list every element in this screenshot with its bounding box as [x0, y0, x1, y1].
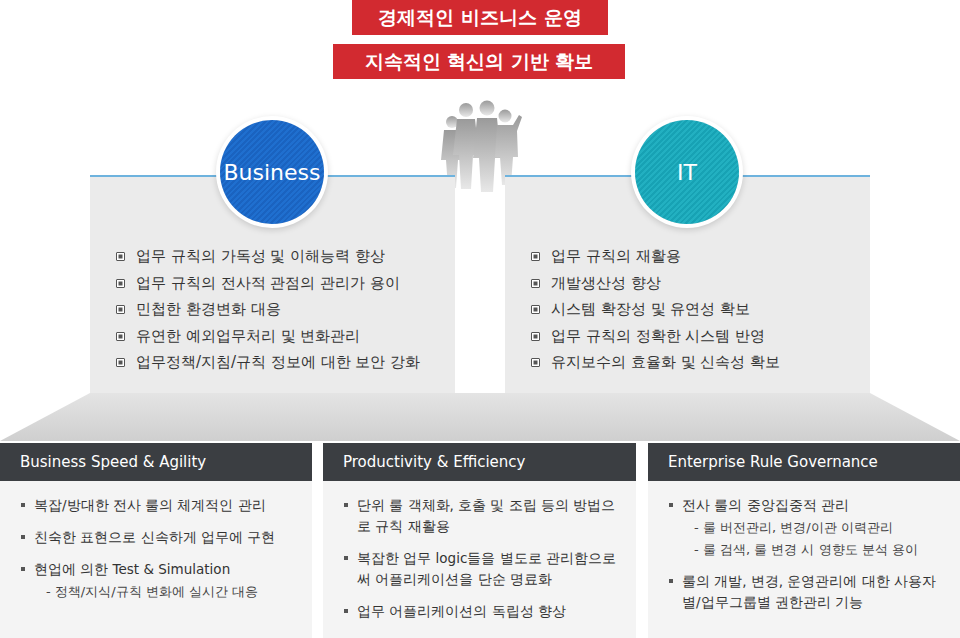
column-heading: Enterprise Rule Governance	[648, 443, 960, 481]
bullet-item: 업무 어플리케이션의 독립성 향상	[357, 601, 622, 622]
sub-item: - 정책/지식/규칙 변화에 실시간 대응	[34, 581, 298, 602]
bullet-item: 유연한 예외업무처리 및 변화관리	[136, 323, 435, 350]
bullet-list: 전사 룰의 중앙집중적 관리- 룰 버전관리, 변경/이관 이력관리- 룰 검색…	[648, 481, 960, 613]
bullet-item: 친숙한 표현으로 신속하게 업무에 구현	[34, 527, 298, 548]
bullet-item: 업무정책/지침/규칙 정보에 대한 보안 강화	[136, 349, 435, 376]
bullet-item: 유지보수의 효율화 및 신속성 확보	[551, 349, 850, 376]
bullet-item: 전사 룰의 중앙집중적 관리	[682, 495, 946, 516]
bullet-item: 업무 규칙의 전사적 관점의 관리가 용이	[136, 270, 435, 297]
category-circle: Business	[220, 120, 324, 224]
sub-item: - 룰 검색, 룰 변경 시 영향도 분석 용이	[682, 539, 946, 560]
title-band: 경제적인 비즈니스 운영	[352, 0, 608, 35]
band-title: 지속적인 혁신의 기반 확보	[365, 49, 594, 75]
bullet-list: 복잡/방대한 전사 룰의 체계적인 관리친숙한 표현으로 신속하게 업무에 구현…	[0, 481, 312, 602]
bullet-item: 업무 규칙의 재활용	[551, 243, 850, 270]
band-title: 경제적인 비즈니스 운영	[378, 5, 581, 31]
bullet-item: 단위 룰 객체화, 호출 및 조립 등의 방법으로 규칙 재활용	[357, 495, 622, 537]
circle-label: IT	[677, 160, 697, 185]
bullet-item: 민첩한 환경변화 대응	[136, 296, 435, 323]
bullet-item: 복잡/방대한 전사 룰의 체계적인 관리	[34, 495, 298, 516]
bullet-item: 현업에 의한 Test & Simulation	[34, 559, 298, 580]
bullet-item: 업무 규칙의 가독성 및 이해능력 향상	[136, 243, 435, 270]
column-heading: Productivity & Efficiency	[323, 443, 636, 481]
feature-column: Business Speed & Agility복잡/방대한 전사 룰의 체계적…	[0, 443, 312, 638]
sub-item: - 룰 버전관리, 변경/이관 이력관리	[682, 517, 946, 538]
feature-column: Productivity & Efficiency단위 룰 객체화, 호출 및 …	[323, 443, 636, 638]
bullet-item: 룰의 개발, 변경, 운영관리에 대한 사용자별/업무그룹별 권한관리 기능	[682, 571, 946, 613]
bullet-item: 복잡한 업무 logic들을 별도로 관리함으로써 어플리케이션을 단순 명료화	[357, 548, 622, 590]
title-band: 지속적인 혁신의 기반 확보	[333, 44, 625, 79]
column-heading: Business Speed & Agility	[0, 443, 312, 481]
circle-label: Business	[223, 160, 320, 185]
platform	[0, 393, 960, 441]
benefit-panel: 업무 규칙의 가독성 및 이해능력 향상업무 규칙의 전사적 관점의 관리가 용…	[90, 175, 455, 393]
bullet-item: 업무 규칙의 정확한 시스템 반영	[551, 323, 850, 350]
bullet-list: 단위 룰 객체화, 호출 및 조립 등의 방법으로 규칙 재활용복잡한 업무 l…	[323, 481, 636, 622]
bullet-item: 시스템 확장성 및 유연성 확보	[551, 296, 850, 323]
bullet-item: 개발생산성 향상	[551, 270, 850, 297]
category-circle: IT	[635, 120, 739, 224]
benefit-panel: 업무 규칙의 재활용개발생산성 향상시스템 확장성 및 유연성 확보업무 규칙의…	[505, 175, 870, 393]
feature-column: Enterprise Rule Governance전사 룰의 중앙집중적 관리…	[648, 443, 960, 638]
